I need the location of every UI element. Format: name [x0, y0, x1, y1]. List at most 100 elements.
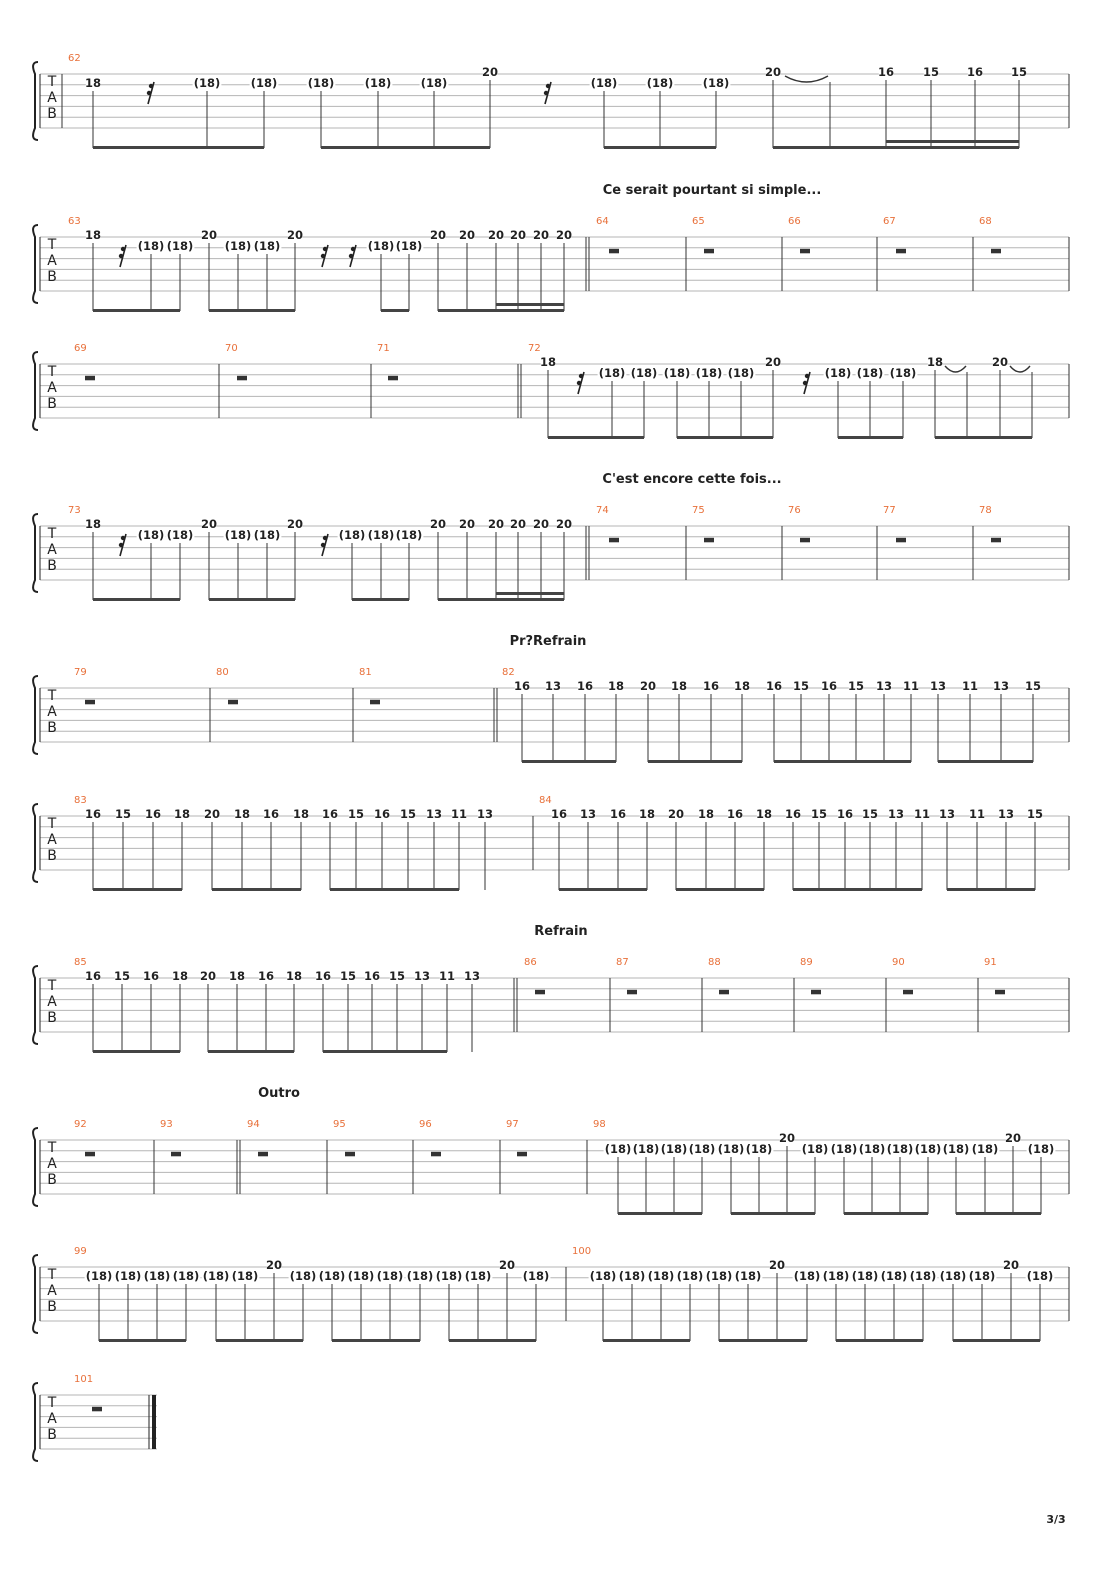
fret-bg	[287, 229, 303, 241]
fret-number: (18)	[969, 1269, 996, 1283]
fret-number: (18)	[910, 1269, 937, 1283]
measure-number: 77	[883, 505, 896, 516]
whole-rest	[704, 537, 714, 543]
fret-number: (18)	[1027, 1269, 1054, 1283]
beam	[773, 146, 1019, 149]
fret-number: (18)	[377, 1269, 404, 1283]
beam	[648, 760, 742, 763]
fret-number: (18)	[368, 528, 395, 542]
fret-bg	[266, 1259, 282, 1271]
fret-number: (18)	[735, 1269, 762, 1283]
beam	[332, 1339, 420, 1342]
fret-number: (18)	[915, 1142, 942, 1156]
fret-number: 16	[263, 807, 279, 821]
fret-bg	[229, 970, 245, 982]
fret-bg	[143, 970, 159, 982]
fret-bg	[348, 808, 364, 820]
measure-number: 82	[502, 667, 515, 678]
fret-number: 13	[939, 807, 955, 821]
fret-number: 20	[200, 969, 216, 983]
fret-bg	[200, 970, 216, 982]
fret-bg	[551, 808, 567, 820]
fret-number: 20	[765, 65, 781, 79]
fret-number: 16	[967, 65, 983, 79]
fret-number: (18)	[825, 366, 852, 380]
fret-bg	[727, 808, 743, 820]
section-label: Pr?Refrain	[510, 634, 587, 649]
system-bracket	[32, 965, 39, 1045]
fret-bg	[888, 367, 918, 379]
beam	[886, 140, 1019, 143]
fret-number: 13	[888, 807, 904, 821]
fret-bg	[785, 808, 801, 820]
fret-bg	[610, 808, 626, 820]
section-label: Refrain	[534, 924, 587, 939]
fret-bg	[364, 970, 380, 982]
beam	[99, 1339, 186, 1342]
whole-rest	[171, 1151, 181, 1157]
beam	[93, 598, 180, 601]
fret-number: (18)	[802, 1142, 829, 1156]
fret-number: 16	[703, 679, 719, 693]
whole-rest	[609, 537, 619, 543]
fret-number: (18)	[203, 1269, 230, 1283]
fret-bg	[588, 1270, 618, 1282]
whole-rest	[995, 989, 1005, 995]
beam	[212, 888, 301, 891]
fret-number: (18)	[940, 1269, 967, 1283]
fret-number: (18)	[677, 1269, 704, 1283]
sixteenth-rest	[576, 371, 585, 395]
fret-bg	[463, 1270, 493, 1282]
fret-bg	[556, 229, 572, 241]
fret-number: 13	[426, 807, 442, 821]
fret-number: (18)	[831, 1142, 858, 1156]
fret-bg	[252, 529, 282, 541]
fret-number: 20	[1003, 1258, 1019, 1272]
beam	[604, 146, 716, 149]
fret-number: (18)	[887, 1142, 914, 1156]
fret-number: (18)	[943, 1142, 970, 1156]
fret-number: 11	[451, 807, 467, 821]
tab-letter: T	[47, 74, 57, 90]
fret-bg	[779, 1132, 795, 1144]
fret-number: 13	[993, 679, 1009, 693]
rest-flag	[320, 253, 326, 259]
fret-bg	[734, 680, 750, 692]
fret-bg	[317, 1270, 347, 1282]
tab-letter: T	[47, 237, 57, 253]
fret-number: 13	[545, 679, 561, 693]
rest-flag	[804, 373, 810, 379]
whole-rest	[704, 248, 714, 254]
tab-letter: B	[47, 848, 57, 864]
fret-number: (18)	[647, 76, 674, 90]
system-bracket	[32, 61, 39, 141]
fret-bg	[85, 808, 101, 820]
beam	[208, 1050, 294, 1053]
fret-number: (18)	[396, 528, 423, 542]
section-label: Outro	[258, 1086, 300, 1101]
fret-number: 16	[766, 679, 782, 693]
fret-number: (18)	[407, 1269, 434, 1283]
measure-number: 72	[528, 343, 541, 354]
measure-number: 62	[68, 53, 81, 64]
fret-number: 18	[85, 517, 101, 531]
fret-bg	[631, 1143, 661, 1155]
measure-number: 93	[160, 1119, 173, 1130]
fret-number: 16	[85, 807, 101, 821]
fret-bg	[533, 518, 549, 530]
fret-bg	[577, 680, 593, 692]
fret-number: 20	[668, 807, 684, 821]
whole-rest	[431, 1151, 441, 1157]
fret-number: 18	[639, 807, 655, 821]
beam	[496, 303, 564, 306]
measure-number: 80	[216, 667, 229, 678]
fret-bg	[540, 356, 556, 368]
beam	[323, 1050, 447, 1053]
sixteenth-rest	[348, 244, 357, 268]
whole-rest	[896, 537, 906, 543]
whole-rest	[719, 989, 729, 995]
whole-rest	[800, 248, 810, 254]
measure-number: 67	[883, 216, 896, 227]
fret-number: (18)	[648, 1269, 675, 1283]
fret-bg	[1025, 680, 1041, 692]
